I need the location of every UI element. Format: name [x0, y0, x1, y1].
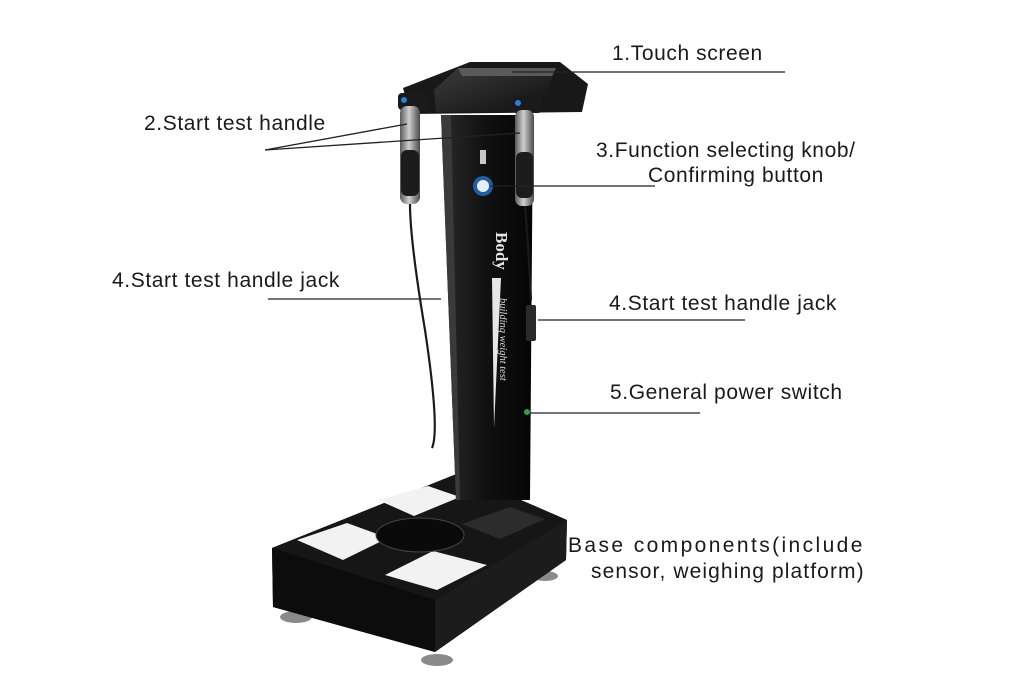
- label-start-test-handle: 2.Start test handle: [144, 112, 326, 135]
- handle-grip-lower: [516, 152, 533, 198]
- port-icon: [480, 150, 486, 164]
- label-power-switch: 5.General power switch: [610, 381, 843, 404]
- handle-cable: [408, 203, 436, 449]
- screen-highlight: [458, 68, 556, 76]
- handle-jack: [526, 305, 536, 341]
- foot-electrode-pad: [462, 507, 545, 539]
- label-handle-jack-right: 4.Start test handle jack: [609, 292, 838, 315]
- left-handle: [400, 106, 436, 449]
- label-function-knob-line1: 3.Function selecting knob/: [596, 139, 856, 162]
- leader-lines: [264, 71, 785, 414]
- column: Body building weight test: [441, 115, 536, 500]
- column-edge: [441, 115, 460, 500]
- led-icon: [401, 97, 407, 103]
- brand-word: Body: [492, 232, 511, 270]
- label-function-knob-line2: Confirming button: [648, 164, 824, 187]
- knob-center: [477, 180, 489, 192]
- label-handle-jack-left: 4.Start test handle jack: [112, 269, 341, 292]
- handle-grip-lower: [401, 150, 419, 196]
- handle-holder: [512, 96, 542, 113]
- weighing-sensor-center: [375, 517, 465, 553]
- label-base-line1: Base components(include: [568, 534, 865, 557]
- brand-swoosh: [492, 278, 501, 428]
- head-unit: [398, 62, 588, 114]
- column-body: [441, 115, 533, 500]
- brand-tagline: building weight test: [497, 298, 508, 382]
- handle-holder: [398, 93, 428, 110]
- base-foot: [421, 654, 453, 666]
- leader-handle-left: [264, 123, 408, 151]
- base-side-face: [435, 520, 567, 652]
- label-touch-screen: 1.Touch screen: [612, 42, 763, 65]
- base-front-face: [272, 548, 435, 652]
- power-switch-led: [524, 409, 530, 415]
- base-platform: [272, 473, 567, 666]
- foot-electrode-pad: [297, 523, 388, 560]
- foot-electrode-pad: [385, 551, 487, 590]
- handle-cable: [523, 205, 533, 301]
- label-base-line2: sensor, weighing platform): [591, 560, 865, 583]
- leader-handle-right: [264, 132, 521, 151]
- led-icon: [515, 100, 521, 106]
- foot-electrode-pad: [378, 486, 460, 516]
